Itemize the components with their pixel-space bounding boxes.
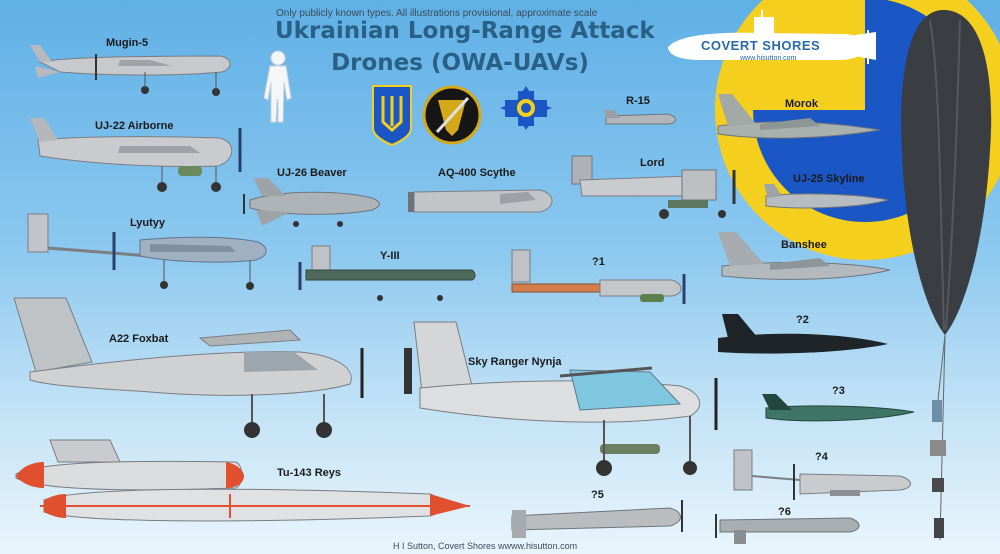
balloon-drone [901,9,992,541]
brand-url: www.hisutton.com [740,55,797,62]
drone-q4 [733,449,911,500]
brand-name: COVERT SHORES [701,38,821,53]
label-q5: ?5 [591,489,604,501]
label-q2: ?2 [796,314,809,326]
hur-owl-emblem-icon [422,85,482,145]
drone-mugin5 [30,45,231,96]
label-tu143: Tu-143 Reys [277,467,341,479]
drone-morok [717,94,881,139]
page-title-line2: Drones (OWA-UAVs) [331,50,589,76]
label-morok: Morok [785,98,818,110]
drone-uj25 [764,184,889,209]
submarine-logo-icon [668,10,876,64]
drone-y3 [298,245,476,301]
label-aq400: AQ-400 Scythe [438,167,516,179]
drone-uj22 [30,118,242,192]
drone-lyutyy [27,213,267,290]
label-uj22: UJ-22 Airborne [95,120,174,132]
label-lord: Lord [640,157,665,169]
sbu-emblem-icon [500,86,552,130]
label-skyranger: Sky Ranger Nynja [468,356,562,368]
drone-banshee [718,232,891,280]
label-q6: ?6 [778,506,791,518]
drone-tu143 [15,439,470,522]
label-q1: ?1 [592,256,605,268]
label-uj26: UJ-26 Beaver [277,167,347,179]
drone-q1 [511,249,686,304]
label-uj25: UJ-25 Skyline [793,173,865,185]
label-r15: R-15 [626,95,650,107]
drone-skyranger [404,321,718,476]
label-banshee: Banshee [781,239,827,251]
drone-aq400 [408,189,553,213]
drone-q3 [762,394,915,422]
label-mugin5: Mugin-5 [106,37,149,49]
human-scale-figure [263,50,292,123]
label-lyutyy: Lyutyy [130,217,166,229]
label-y3: Y-III [380,250,400,262]
footer-credit: H I Sutton, Covert Shores wwww.hisutton.… [393,541,578,551]
page-title-line1: Ukrainian Long-Range Attack [275,18,655,44]
drone-q2 [718,314,888,354]
drone-q5 [511,500,683,538]
label-a22: A22 Foxbat [109,333,169,345]
label-q3: ?3 [832,385,845,397]
drone-q6 [715,514,860,544]
trident-emblem-icon [372,85,412,147]
disclaimer-note: Only publicly known types. All illustrat… [276,8,598,19]
label-q4: ?4 [815,451,828,463]
drone-r15 [604,110,676,125]
drone-a22 [13,297,364,438]
drone-uj26 [243,178,380,227]
drone-lord [571,155,736,219]
